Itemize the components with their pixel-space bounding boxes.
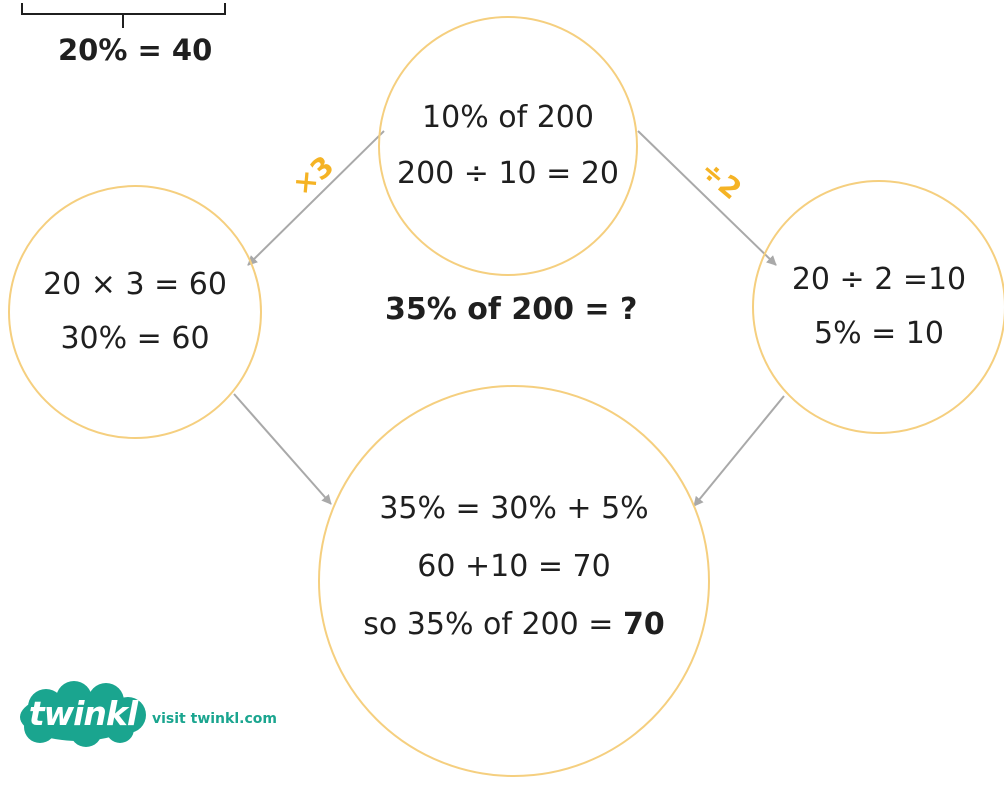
bracket-line [21,3,226,28]
question-text: 35% of 200 = ? [385,292,638,327]
logo-text: twinkl [28,693,138,733]
circle-right-line-1: 20 ÷ 2 =10 [791,262,967,297]
visit-link[interactable]: visit twinkl.com [152,711,277,727]
circle-bottom-line-2: 60 +10 = 70 [417,549,611,584]
bracket-label: 20% = 40 [58,33,213,67]
arrow-left-to-bottom [233,393,332,505]
circle-left-line-2: 30% = 60 [60,321,210,356]
twinkl-logo[interactable]: twinkl [16,681,150,749]
circle-left-line-1: 20 × 3 = 60 [43,267,227,302]
circle-bottom-line-1: 35% = 30% + 5% [379,491,649,526]
circle-top-line-1: 10% of 200 [422,100,594,135]
logo-cloud-shape [20,681,146,747]
circle-bottom-line-3: so 35% of 200 = 70 [363,610,664,640]
answer-value: 70 [622,607,665,642]
arrow-top-to-left [247,130,385,266]
arrow-top-to-right [637,130,777,266]
circle-right: 20 ÷ 2 =10 5% = 10 [752,180,1004,434]
circle-right-line-2: 5% = 10 [814,316,944,351]
circle-bottom: 35% = 30% + 5% 60 +10 = 70 so 35% of 200… [318,385,710,777]
circle-top: 10% of 200 200 ÷ 10 = 20 [378,16,638,276]
circle-left: 20 × 3 = 60 30% = 60 [8,185,262,439]
answer-prefix: so 35% of 200 = [363,607,623,642]
circle-top-line-2: 200 ÷ 10 = 20 [396,156,620,191]
arrow-right-to-bottom [693,395,785,507]
